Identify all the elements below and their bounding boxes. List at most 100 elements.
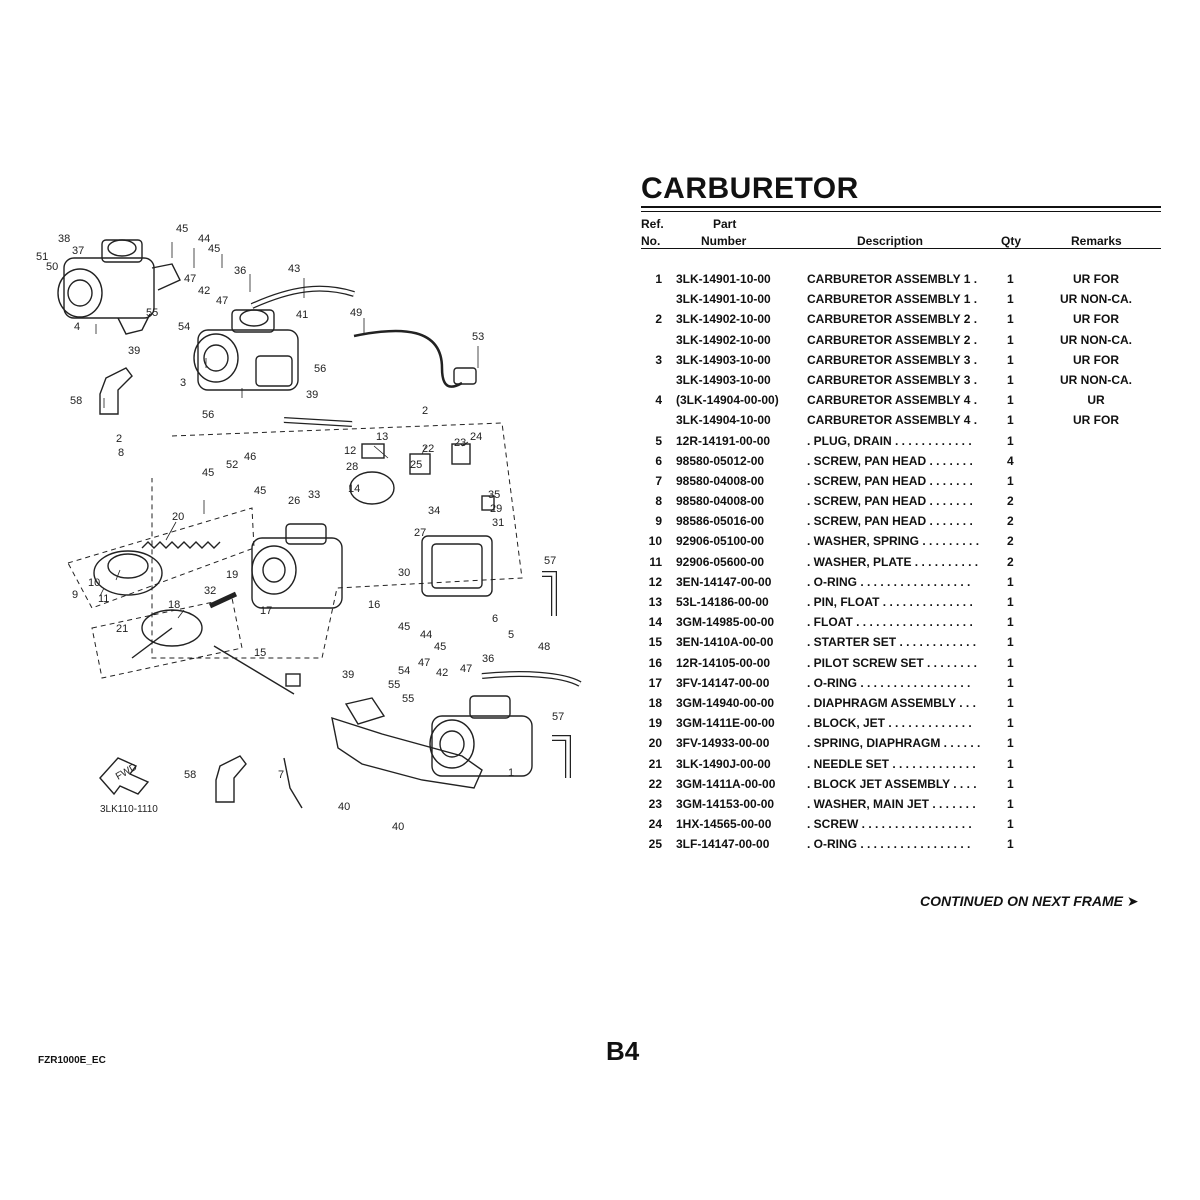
- qty-cell: 1: [1007, 574, 1014, 589]
- ref-cell: 14: [648, 615, 662, 630]
- qty-cell: 1: [1007, 756, 1014, 771]
- header-part-line1: Part: [713, 217, 737, 231]
- vent-elbow-58-top: [99, 367, 133, 415]
- description-cell: . WASHER, MAIN JET . . . . . . .: [807, 796, 976, 811]
- part-number-cell: 53L-14186-00-00: [676, 595, 769, 609]
- qty-cell: 1: [1007, 473, 1014, 488]
- top-cover-11: [93, 550, 163, 596]
- description-cell: . SCREW, PAN HEAD . . . . . . .: [807, 514, 973, 529]
- remarks-cell: UR FOR: [1073, 352, 1119, 367]
- callout-54b: 54: [398, 665, 410, 677]
- description-cell: . NEEDLE SET . . . . . . . . . . . . .: [807, 756, 976, 771]
- callout-1: 1: [508, 767, 514, 779]
- ref-cell: 2: [655, 312, 662, 327]
- description-cell: . PIN, FLOAT . . . . . . . . . . . . . .: [807, 595, 973, 609]
- ref-cell: 12: [648, 574, 662, 589]
- part-number-cell: 12R-14105-00-00: [676, 655, 771, 670]
- callout-47b: 47: [216, 295, 228, 307]
- part-number-cell: (3LK-14904-00-00): [676, 393, 779, 408]
- ref-cell: 1: [655, 272, 662, 286]
- description-cell: CARBURETOR ASSEMBLY 4 .: [807, 393, 978, 408]
- callout-52: 52: [226, 459, 238, 471]
- table-row: 4(3LK-14904-00-00)CARBURETOR ASSEMBLY 4 …: [641, 391, 1161, 411]
- qty-cell: 1: [1007, 332, 1014, 347]
- callout-42: 42: [198, 285, 210, 297]
- callout-31: 31: [492, 517, 504, 529]
- ref-cell: 5: [655, 433, 662, 448]
- header-description: Description: [857, 234, 924, 248]
- callout-12: 12: [344, 445, 356, 457]
- callout-39b: 39: [306, 389, 318, 401]
- ref-cell: 7: [655, 473, 662, 488]
- callout-8: 8: [118, 447, 124, 459]
- ref-cell: 23: [648, 796, 662, 811]
- ref-cell: 21: [648, 756, 662, 771]
- callout-24: 24: [470, 431, 482, 443]
- callout-46: 46: [244, 451, 256, 463]
- callout-3: 3: [180, 377, 186, 389]
- qty-cell: 2: [1007, 534, 1014, 549]
- ref-cell: 3: [655, 352, 662, 367]
- description-cell: . SCREW, PAN HEAD . . . . . . .: [807, 473, 973, 488]
- bracket-40: [331, 716, 483, 789]
- qty-cell: 1: [1007, 635, 1014, 650]
- part-number-cell: 98580-04008-00: [676, 494, 765, 509]
- callout-53: 53: [472, 331, 484, 343]
- float-bowl-27: [421, 535, 493, 597]
- qty-cell: 1: [1007, 312, 1014, 327]
- description-cell: . WASHER, PLATE . . . . . . . . . .: [807, 554, 979, 569]
- parts-list-header: Ref. No. Part Number Description Qty Rem…: [641, 214, 1161, 249]
- callout-42b: 42: [436, 667, 448, 679]
- callout-16: 16: [368, 599, 380, 611]
- qty-cell: 1: [1007, 292, 1014, 307]
- ref-cell: 15: [648, 635, 662, 650]
- callout-9: 9: [72, 589, 78, 601]
- part-number-cell: 3EN-14147-00-00: [676, 574, 772, 589]
- qty-cell: 1: [1007, 796, 1014, 811]
- callout-13: 13: [376, 431, 388, 443]
- description-cell: CARBURETOR ASSEMBLY 1 .: [807, 292, 978, 307]
- callout-35: 35: [488, 489, 500, 501]
- callout-57b: 57: [552, 711, 564, 723]
- callout-27: 27: [414, 527, 426, 539]
- qty-cell: 1: [1007, 736, 1014, 751]
- remarks-cell: UR: [1087, 393, 1105, 408]
- callout-47d: 47: [460, 663, 472, 675]
- callout-32: 32: [204, 585, 216, 597]
- qty-cell: 1: [1007, 695, 1014, 710]
- callout-44b: 44: [420, 629, 432, 641]
- callout-22: 22: [422, 443, 434, 455]
- part-number-cell: 98586-05016-00: [676, 514, 765, 529]
- drawing-code: 3LK110-1110: [100, 804, 158, 815]
- qty-cell: 1: [1007, 776, 1014, 791]
- part-number-cell: 3LK-14902-10-00: [676, 332, 771, 347]
- part-number-cell: 12R-14191-00-00: [676, 433, 771, 448]
- part-number-cell: 3GM-14985-00-00: [676, 615, 775, 630]
- qty-cell: 1: [1007, 413, 1014, 428]
- callout-56: 56: [314, 363, 326, 375]
- description-cell: . SPRING, DIAPHRAGM . . . . . .: [807, 736, 981, 751]
- description-cell: CARBURETOR ASSEMBLY 2 .: [807, 312, 978, 327]
- part-number-cell: 3LK-14903-10-00: [676, 372, 771, 387]
- part-number-cell: 3LK-14901-10-00: [676, 272, 771, 286]
- callout-45: 45: [176, 223, 188, 235]
- qty-cell: 2: [1007, 514, 1014, 529]
- callout-30: 30: [398, 567, 410, 579]
- qty-cell: 1: [1007, 272, 1014, 286]
- qty-cell: 1: [1007, 595, 1014, 609]
- description-cell: . O-RING . . . . . . . . . . . . . . . .…: [807, 837, 971, 852]
- page-title: CARBURETOR: [641, 172, 859, 205]
- callout-36: 36: [234, 265, 246, 277]
- part-number-cell: 92906-05600-00: [676, 554, 765, 569]
- vent-elbow-58-bottom: [215, 755, 247, 803]
